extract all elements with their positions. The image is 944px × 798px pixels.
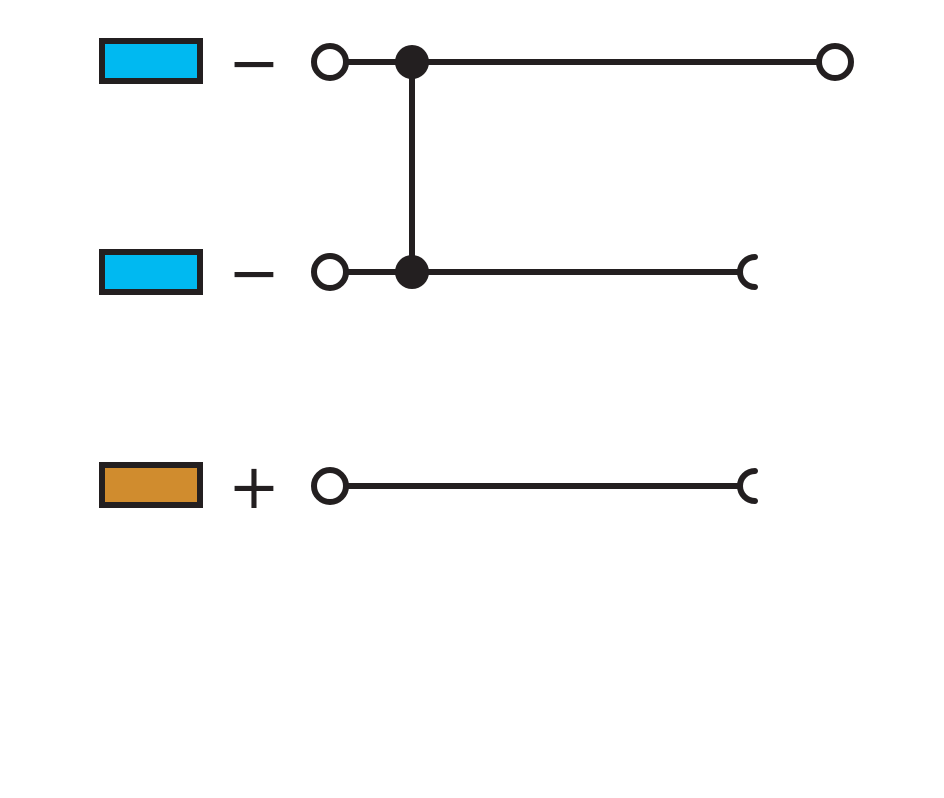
open-terminal-left-3 <box>311 467 349 505</box>
polarity-label-2: − <box>228 236 280 309</box>
color-marker-blue-1 <box>99 38 203 84</box>
open-terminal-left-2 <box>311 253 349 291</box>
socket-icon-3 <box>737 468 758 504</box>
polarity-label-1: − <box>228 26 280 99</box>
junction-dot-1 <box>395 45 429 79</box>
color-marker-blue-2 <box>99 249 203 295</box>
junction-dot-2 <box>395 255 429 289</box>
polarity-label-3: + <box>228 450 280 523</box>
color-marker-orange-3 <box>99 462 203 508</box>
open-terminal-right-1 <box>816 43 854 81</box>
socket-icon-2 <box>737 254 758 290</box>
open-terminal-left-1 <box>311 43 349 81</box>
